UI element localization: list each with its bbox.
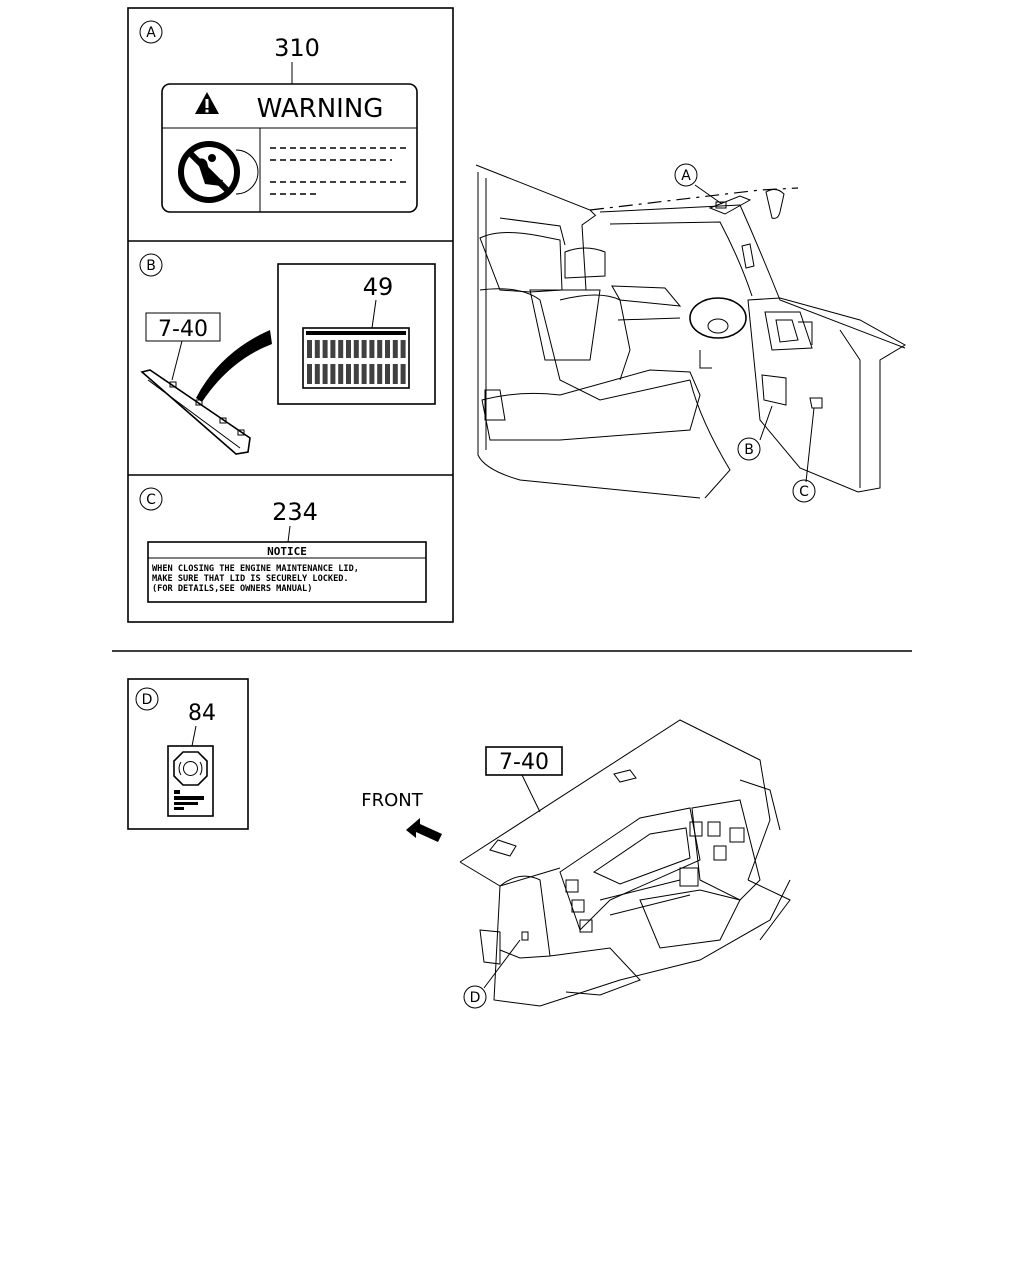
panel-b-callout: B xyxy=(146,258,156,274)
fuse-slot xyxy=(392,340,398,358)
notice-title: NOTICE xyxy=(267,545,307,558)
panel-d-callout: D xyxy=(142,692,153,708)
panel-b-part-number: 49 xyxy=(363,273,394,301)
warning-text-placeholder xyxy=(270,147,408,195)
fuse-slot xyxy=(330,340,336,358)
dash-callout-d: D xyxy=(470,990,481,1006)
fuse-chart-label xyxy=(302,327,410,389)
fuse-slot xyxy=(361,340,367,358)
fuse-slot xyxy=(338,364,344,384)
no-child-seat-icon xyxy=(178,141,259,203)
fuse-slot xyxy=(353,340,359,358)
fuse-slot xyxy=(346,340,351,358)
notice-label xyxy=(147,541,427,603)
warning-label xyxy=(161,83,418,213)
panel-a: A 310 WARNING xyxy=(139,20,418,213)
panel-b: B 7-40 49 xyxy=(139,253,436,455)
airbag-symbol-icon xyxy=(173,751,208,786)
fuse-slot xyxy=(369,364,375,384)
cab-callout-c: C xyxy=(799,484,809,500)
fuse-slot xyxy=(361,364,367,384)
cab-callout-b: B xyxy=(744,442,754,458)
fuse-slot xyxy=(307,340,312,358)
fuse-slot xyxy=(392,364,398,384)
fuse-slot xyxy=(385,364,390,384)
airbag-label xyxy=(167,745,214,817)
notice-line-2: MAKE SURE THAT LID IS SECURELY LOCKED. xyxy=(152,574,349,584)
panel-a-callout: A xyxy=(146,25,156,41)
panel-d-part-number: 84 xyxy=(188,701,216,726)
fuse-slot xyxy=(322,364,328,384)
notice-line-3: (FOR DETAILS,SEE OWNERS MANUAL) xyxy=(152,584,312,594)
panel-b-ref-box xyxy=(145,312,221,342)
panel-b-ref-text: 7-40 xyxy=(158,317,208,342)
fuse-slot xyxy=(322,340,328,358)
fuse-slot xyxy=(400,364,406,384)
label-panels-frame xyxy=(127,7,454,623)
front-direction-label: FRONT xyxy=(361,790,423,811)
dash-ref-text: 7-40 xyxy=(499,750,549,775)
fuse-slot xyxy=(314,364,320,384)
fuse-slot xyxy=(377,364,383,384)
glove-box-lid xyxy=(140,369,251,455)
panel-b-detail-box xyxy=(277,263,436,405)
fuse-slot xyxy=(400,340,406,358)
dash-ref-box xyxy=(485,746,563,776)
dashboard-illustration: 7-40 FRONT D xyxy=(361,719,791,1009)
pointer-swoosh xyxy=(196,330,272,402)
cab-interior-illustration: A B C xyxy=(475,163,906,503)
cab-callout-a: A xyxy=(681,168,691,184)
fuse-slot xyxy=(385,340,390,358)
fuse-slot xyxy=(353,364,359,384)
panel-c: C 234 NOTICE WHEN CLOSING THE ENGINE MAI… xyxy=(139,487,427,603)
panel-c-callout: C xyxy=(146,492,156,508)
fuse-slot xyxy=(377,340,383,358)
warning-triangle-icon xyxy=(195,92,219,114)
fuse-slot xyxy=(330,364,336,384)
fuse-slot xyxy=(369,340,375,358)
panel-a-part-number: 310 xyxy=(274,34,320,62)
front-arrow-icon xyxy=(406,818,442,842)
fuse-slot xyxy=(338,340,344,358)
panel-c-part-number: 234 xyxy=(272,498,318,526)
notice-line-1: WHEN CLOSING THE ENGINE MAINTENANCE LID, xyxy=(152,564,359,574)
fuse-slot xyxy=(307,364,312,384)
fuse-slot xyxy=(346,364,351,384)
fuse-slot xyxy=(314,340,320,358)
panel-d: D 84 xyxy=(127,678,249,830)
warning-title: WARNING xyxy=(257,94,384,124)
